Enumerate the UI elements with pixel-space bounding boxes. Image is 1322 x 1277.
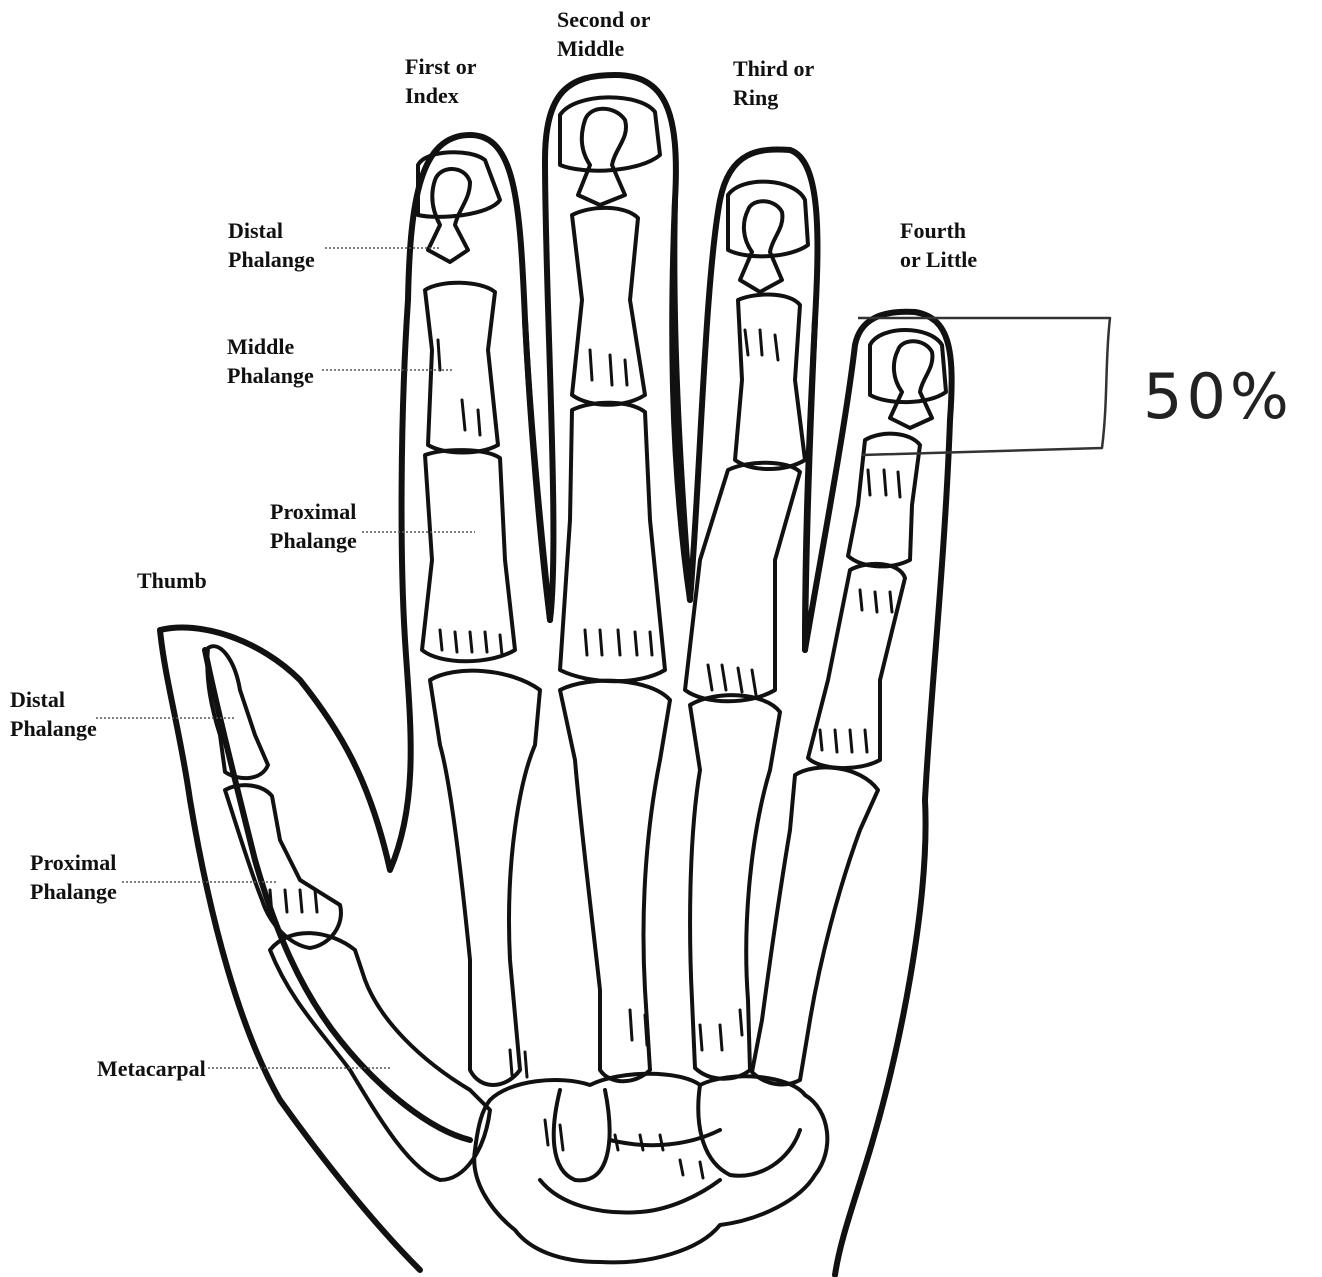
ring-distal-bone [740, 201, 782, 292]
label-middle-phalange-line-1: Middle [227, 332, 314, 361]
label-metacarpal: Metacarpal [97, 1054, 206, 1083]
index-proximal-bone [422, 450, 515, 661]
label-distal-phalange-thumb: Distal Phalange [10, 685, 97, 743]
ring-middle-bone [735, 295, 805, 469]
label-ring-line-2: Ring [733, 83, 814, 112]
carpal-bones [474, 1074, 827, 1263]
label-proximal-finger-line-1: Proximal [270, 497, 357, 526]
label-distal-phalange-finger: Distal Phalange [228, 216, 315, 274]
label-little-line-2: or Little [900, 245, 977, 274]
label-ring-line-1: Third or [733, 54, 814, 83]
ring-proximal-bone [685, 463, 800, 702]
index-metacarpal [430, 671, 540, 1085]
label-middle-phalange: Middle Phalange [227, 332, 314, 390]
label-thumb-text: Thumb [137, 566, 207, 595]
ring-nail [728, 182, 808, 257]
carpal-division-3 [698, 1085, 800, 1176]
label-little-line-1: Fourth [900, 216, 977, 245]
thumb-metacarpal [270, 933, 490, 1180]
label-middle-phalange-line-2: Phalange [227, 361, 314, 390]
label-ring-finger: Third or Ring [733, 54, 814, 112]
label-metacarpal-text: Metacarpal [97, 1054, 206, 1083]
label-little-finger: Fourth or Little [900, 216, 977, 274]
label-thumb: Thumb [137, 566, 207, 595]
index-middle-bone [425, 283, 498, 453]
label-middle-finger: Second or Middle [557, 5, 651, 63]
handwritten-percent-annotation: 50% [1143, 360, 1293, 433]
label-proximal-phalange-finger: Proximal Phalange [270, 497, 357, 555]
label-distal-thumb-line-1: Distal [10, 685, 97, 714]
index-middle-gap [525, 320, 550, 620]
middle-metacarpal [560, 681, 670, 1082]
label-proximal-finger-line-2: Phalange [270, 526, 357, 555]
label-index-finger: First or Index [405, 52, 476, 110]
little-metacarpal [752, 767, 878, 1084]
label-proximal-phalange-thumb: Proximal Phalange [30, 848, 117, 906]
label-distal-thumb-line-2: Phalange [10, 714, 97, 743]
middle-middle-bone [572, 208, 645, 405]
label-middle-line-2: Middle [557, 34, 651, 63]
label-index-line-1: First or [405, 52, 476, 81]
label-middle-line-1: Second or [557, 5, 651, 34]
middle-distal-bone [578, 109, 626, 205]
label-distal-finger-line-1: Distal [228, 216, 315, 245]
ring-metacarpal [690, 695, 780, 1079]
label-proximal-thumb-line-2: Phalange [30, 877, 117, 906]
label-proximal-thumb-line-1: Proximal [30, 848, 117, 877]
little-distal-bone [890, 341, 932, 428]
carpal-division-4 [540, 1180, 720, 1213]
label-index-line-2: Index [405, 81, 476, 110]
label-distal-finger-line-2: Phalange [228, 245, 315, 274]
thumb-outline [205, 650, 470, 1140]
